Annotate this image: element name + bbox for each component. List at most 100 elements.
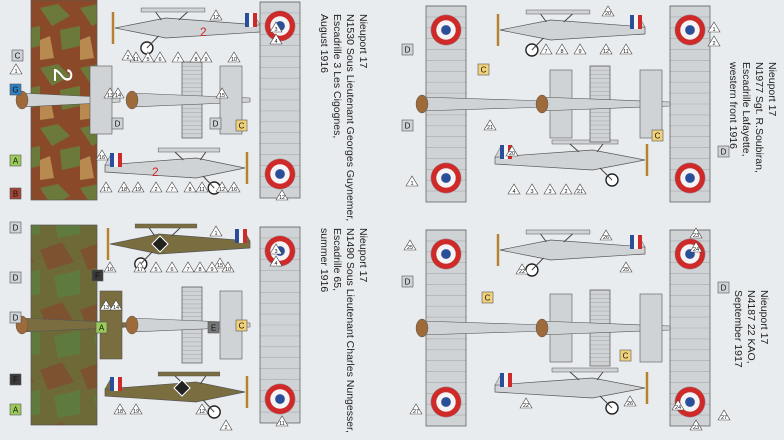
fuselage xyxy=(109,233,251,255)
decal-ref-marker: 8 xyxy=(193,261,207,273)
decal-ref-number: 6 xyxy=(170,267,173,273)
decal-ref-marker: 12 xyxy=(215,181,229,193)
decal-ref-triangle xyxy=(555,43,569,55)
paint-code-box: D xyxy=(401,43,414,56)
fuselage xyxy=(499,19,646,41)
paint-code-frame xyxy=(11,49,24,62)
rudder-red-stripe xyxy=(243,229,247,243)
paint-code-label: E xyxy=(211,324,216,333)
paint-code-label: C xyxy=(485,294,491,303)
paint-code-frame xyxy=(9,187,22,200)
roundel xyxy=(674,14,706,46)
paint-code-label: D xyxy=(213,120,219,129)
decal-ref-marker: 14 xyxy=(109,299,123,311)
paint-code-label: C xyxy=(655,132,661,141)
decal-ref-marker: 10 xyxy=(221,261,235,273)
interplane-strut xyxy=(174,151,184,161)
decal-ref-triangle xyxy=(269,243,283,255)
decal-ref-marker: 7 xyxy=(181,261,195,273)
roundel xyxy=(674,238,706,270)
decal-ref-number: 19 xyxy=(133,409,139,415)
decal-ref-marker: 1 xyxy=(209,225,223,237)
fuselage xyxy=(104,381,246,403)
decal-ref-marker: 3 xyxy=(543,183,557,195)
roundel-centre xyxy=(441,173,451,183)
paint-code-box: C xyxy=(477,63,490,76)
interplane-strut xyxy=(563,13,573,23)
roundel-centre xyxy=(275,394,285,404)
undercarriage-strut xyxy=(146,35,159,49)
rudder-blue-stripe xyxy=(630,15,634,29)
interplane-strut xyxy=(199,375,207,385)
decal-ref-marker: 2 xyxy=(707,35,721,47)
paint-code-box: E xyxy=(207,321,220,334)
upper-wing xyxy=(525,9,591,15)
paint-code-label: D xyxy=(721,148,727,157)
decal-ref-marker: 19 xyxy=(131,181,145,193)
undercarriage-strut xyxy=(202,175,215,189)
decal-ref-triangle xyxy=(215,87,229,99)
undercarriage-strut xyxy=(202,399,215,413)
decal-ref-triangle xyxy=(165,181,179,193)
decal-ref-number: 14 xyxy=(113,305,119,311)
decal-ref-triangle xyxy=(707,21,721,33)
paint-code-box: C xyxy=(651,129,664,142)
decal-ref-triangle xyxy=(227,51,241,63)
paint-code-frame xyxy=(477,63,490,76)
decal-ref-number: 12 xyxy=(213,15,219,21)
guynemer-wing-number: 2 xyxy=(48,68,78,82)
decal-ref-marker: 12 xyxy=(195,403,209,415)
decal-ref-marker: 15 xyxy=(215,87,229,99)
decal-ref-number: 17 xyxy=(103,187,109,193)
decal-ref-number: 9 xyxy=(578,49,581,55)
decal-ref-marker: 4 xyxy=(269,33,283,45)
side-view xyxy=(111,7,261,55)
paint-code-frame xyxy=(717,281,730,294)
side-view xyxy=(106,223,251,271)
rudder-blue-stripe xyxy=(630,235,634,249)
nungesser-underside-wing xyxy=(259,226,301,424)
fuselage xyxy=(104,157,246,179)
paint-code-frame xyxy=(481,291,494,304)
rudder-red-stripe xyxy=(638,15,642,29)
decal-ref-number: 9 xyxy=(210,267,213,273)
decal-ref-triangle xyxy=(275,415,289,427)
decal-ref-triangle xyxy=(543,183,557,195)
decal-ref-triangle xyxy=(707,35,721,47)
decal-ref-triangle xyxy=(109,299,123,311)
soubiran-underside-wing xyxy=(669,5,711,203)
decal-ref-marker: 18 xyxy=(113,403,127,415)
decal-ref-triangle xyxy=(269,255,283,267)
decal-ref-number: 11 xyxy=(133,57,139,63)
decal-ref-number: 4 xyxy=(512,189,515,195)
decal-ref-number: 17 xyxy=(137,267,143,273)
decal-ref-marker: 24 xyxy=(689,241,703,253)
decal-ref-number: 19 xyxy=(135,187,141,193)
rudder-white-stripe xyxy=(634,15,638,29)
decal-ref-number: 15 xyxy=(217,263,223,269)
decal-ref-marker: 2 xyxy=(559,183,573,195)
decal-ref-triangle xyxy=(133,261,147,273)
decal-ref-triangle xyxy=(171,51,185,63)
paint-code-box: A xyxy=(95,321,108,334)
paint-code-frame xyxy=(651,129,664,142)
decal-ref-number: 4 xyxy=(274,39,277,45)
rudder-blue-stripe xyxy=(235,229,239,243)
decal-ref-marker: 6 xyxy=(165,261,179,273)
paint-code-frame xyxy=(9,403,22,416)
decal-ref-number: 20 xyxy=(605,11,611,17)
decal-ref-triangle xyxy=(95,149,109,161)
paint-code-label: D xyxy=(721,284,727,293)
decal-ref-number: 22 xyxy=(519,269,525,275)
decal-ref-number: 3 xyxy=(274,249,277,255)
roundel xyxy=(264,383,296,415)
decal-ref-number: 1 xyxy=(712,27,715,33)
caption-soubiran: Nieuport 17 N1977 Sgt. R.Soubiran, Escad… xyxy=(726,62,778,173)
roundel xyxy=(430,386,462,418)
decal-ref-triangle xyxy=(215,181,229,193)
paint-code-frame xyxy=(235,319,248,332)
interplane-strut xyxy=(171,227,181,237)
paint-code-frame xyxy=(95,321,108,334)
decal-ref-number: 16 xyxy=(99,155,105,161)
